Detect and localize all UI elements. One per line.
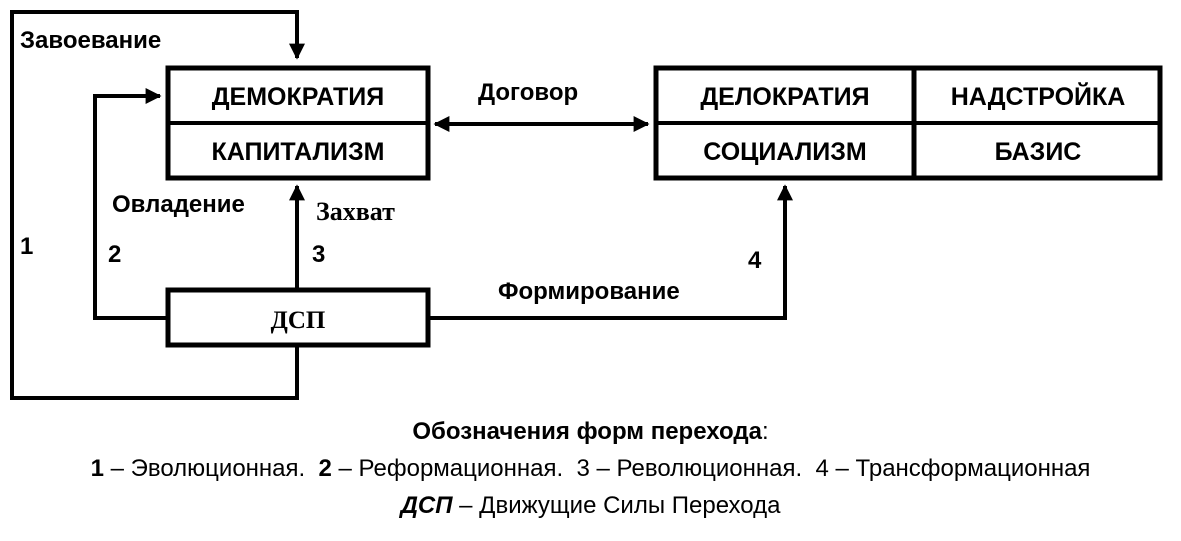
- label-mastery: Овладение: [112, 191, 245, 218]
- delocracy-socialism-box: ДЕЛОКРАТИЯ СОЦИАЛИЗМ НАДСТРОЙКА БАЗИС: [653, 65, 1163, 181]
- dsp-label: ДСП: [271, 307, 326, 334]
- number-2: 2: [108, 241, 121, 268]
- number-3: 3: [312, 241, 325, 268]
- socialism-label: СОЦИАЛИЗМ: [703, 138, 866, 166]
- superstructure-label: НАДСТРОЙКА: [951, 81, 1126, 111]
- legend-text-2: – Реформационная. 3 – Революционная. 4 –…: [331, 455, 1091, 482]
- arrow-conquest-path: [10, 10, 305, 400]
- label-agreement: Договор: [478, 79, 578, 106]
- legend-title-text: Обозначения форм перехода: [412, 418, 762, 445]
- delocracy-label: ДЕЛОКРАТИЯ: [700, 83, 869, 111]
- legend-num-2: 2: [318, 455, 332, 482]
- legend-dsp-abbr: ДСП: [400, 492, 453, 519]
- legend-title: Обозначения форм перехода:: [0, 418, 1181, 446]
- dsp-box: ДСП: [165, 287, 431, 348]
- label-seizure: Захват: [316, 197, 395, 226]
- legend-title-colon: :: [761, 418, 769, 445]
- arrow-mastery-path: [93, 88, 168, 320]
- democracy-capitalism-box: ДЕМОКРАТИЯ КАПИТАЛИЗМ: [165, 65, 431, 181]
- basis-label: БАЗИС: [995, 138, 1082, 166]
- legend-num-1: 1: [90, 455, 104, 482]
- number-1: 1: [20, 233, 33, 260]
- legend-dsp-text: – Движущие Силы Перехода: [452, 492, 781, 519]
- legend-text-1: – Эволюционная.: [103, 455, 319, 482]
- number-4: 4: [748, 247, 762, 274]
- legend-dsp: ДСП – Движущие Силы Перехода: [0, 492, 1181, 520]
- label-conquest: Завоевание: [20, 27, 161, 54]
- legend-forms: 1 – Эволюционная. 2 – Реформационная. 3 …: [0, 455, 1181, 483]
- label-formation: Формирование: [498, 278, 680, 305]
- capitalism-label: КАПИТАЛИЗМ: [212, 138, 385, 166]
- democracy-label: ДЕМОКРАТИЯ: [212, 83, 385, 111]
- arrow-formation-path: [428, 184, 793, 320]
